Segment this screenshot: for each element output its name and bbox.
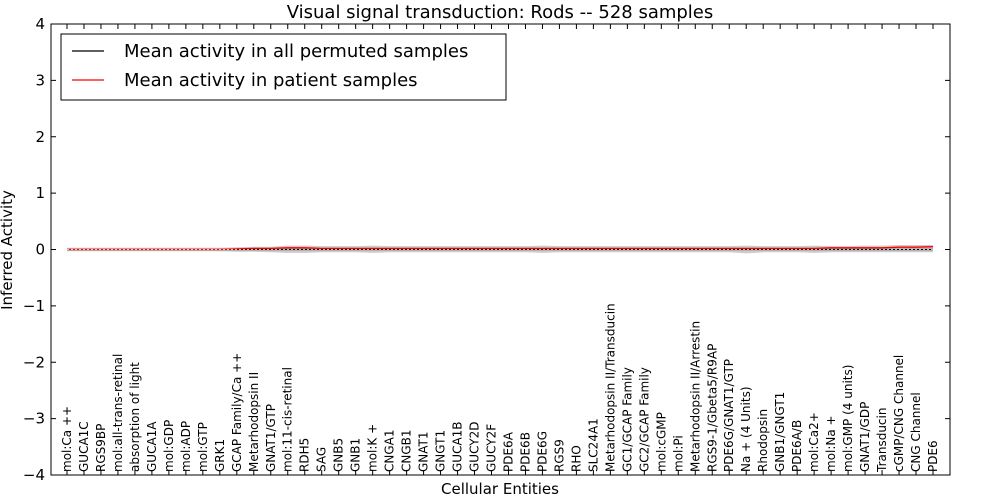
x-category-label: mol:Na + [824, 415, 838, 472]
x-category-label: mol:all-trans-retinal [111, 354, 125, 472]
x-category-label: GCAP Family/Ca ++ [230, 353, 244, 472]
x-category-label: Metarhodopsin II [247, 372, 261, 472]
x-category-label: mol:Pi [671, 435, 685, 472]
x-category-label: GUCY2F [485, 424, 499, 472]
y-tick-label: −4 [23, 466, 45, 484]
x-category-label: mol:cGMP [654, 412, 668, 472]
x-category-label: GRK1 [213, 439, 227, 472]
x-category-label: Metarhodopsin II/Transducin [603, 303, 617, 472]
x-category-label: PDE6B [519, 432, 533, 472]
x-category-label: RDH5 [298, 438, 312, 472]
y-tick-label: −1 [23, 297, 45, 315]
x-category-label: PDE6A/B [790, 420, 804, 472]
y-tick-label: −2 [23, 353, 45, 371]
x-category-label: PDE6 [926, 440, 940, 472]
chart-title: Visual signal transduction: Rods -- 528 … [287, 2, 714, 23]
x-category-label: RHO [569, 445, 583, 472]
legend-label-1: Mean activity in patient samples [124, 70, 418, 91]
x-category-label: absorption of light [128, 362, 142, 472]
y-tick-label: 2 [35, 128, 45, 146]
legend-label-0: Mean activity in all permuted samples [124, 41, 468, 62]
x-category-label: PDE6G/GNAT1/GTP [722, 359, 736, 472]
x-category-label: SAG [315, 447, 329, 472]
x-category-label: PDE6G [536, 431, 550, 472]
x-category-label: mol:Ca ++ [60, 406, 74, 472]
x-category-label: GNB5 [332, 438, 346, 472]
x-category-label: mol:GTP [196, 422, 210, 472]
x-category-label: CNGA1 [383, 430, 397, 473]
x-category-label: RGS9BP [94, 424, 108, 472]
x-category-label: cGMP/CNG Channel [892, 355, 906, 472]
x-category-label: PDE6A [502, 431, 516, 472]
x-category-label: Na + (4 Units) [739, 386, 753, 472]
x-category-label: GNAT1/GTP [264, 404, 278, 472]
x-category-label: mol:ADP [179, 421, 193, 472]
x-category-label: GNB1/GNGT1 [773, 392, 787, 472]
x-category-label: CNG Channel [909, 392, 923, 472]
x-category-label: GC1/GCAP Family [620, 367, 634, 472]
x-category-label: mol:Ca2+ [807, 412, 821, 472]
legend-box [60, 33, 507, 101]
x-category-label: GNGT1 [434, 430, 448, 472]
y-tick-label: 0 [35, 241, 45, 259]
x-category-label: GUCA1B [451, 421, 465, 472]
y-tick-label: 1 [35, 184, 45, 202]
x-category-label: mol:K + [366, 424, 380, 472]
y-tick-label: 4 [35, 15, 45, 33]
legend: Mean activity in all permuted samplesMea… [60, 33, 507, 101]
x-category-label: Transducin [875, 408, 889, 473]
x-category-label: Metarhodopsin II/Arrestin [688, 321, 702, 472]
x-category-label: GC2/GCAP Family [637, 367, 651, 472]
x-category-label: mol:11-cis-retinal [281, 367, 295, 472]
x-category-label: GNB1 [349, 438, 363, 472]
x-category-label: Rhodopsin [756, 409, 770, 472]
x-category-label: GUCA1A [145, 421, 159, 472]
x-category-label: GNAT1 [417, 431, 431, 472]
x-category-label: mol:GMP (4 units) [841, 365, 855, 472]
x-axis-label: Cellular Entities [441, 480, 559, 498]
x-category-label: mol:GDP [162, 420, 176, 472]
y-axis-label: Inferred Activity [0, 190, 16, 310]
x-category-label: GNAT1/GDP [858, 402, 872, 472]
y-tick-label: 3 [35, 71, 45, 89]
x-category-label: GUCY2D [468, 422, 482, 472]
x-category-label: GUCA1C [77, 421, 91, 472]
x-category-label: SLC24A1 [586, 418, 600, 472]
x-category-label: RGS9-1/Gbeta5/R9AP [705, 344, 719, 472]
y-tick-label: −3 [23, 410, 45, 428]
x-category-label: RGS9 [552, 439, 566, 472]
x-category-label: CNGB1 [400, 429, 414, 472]
